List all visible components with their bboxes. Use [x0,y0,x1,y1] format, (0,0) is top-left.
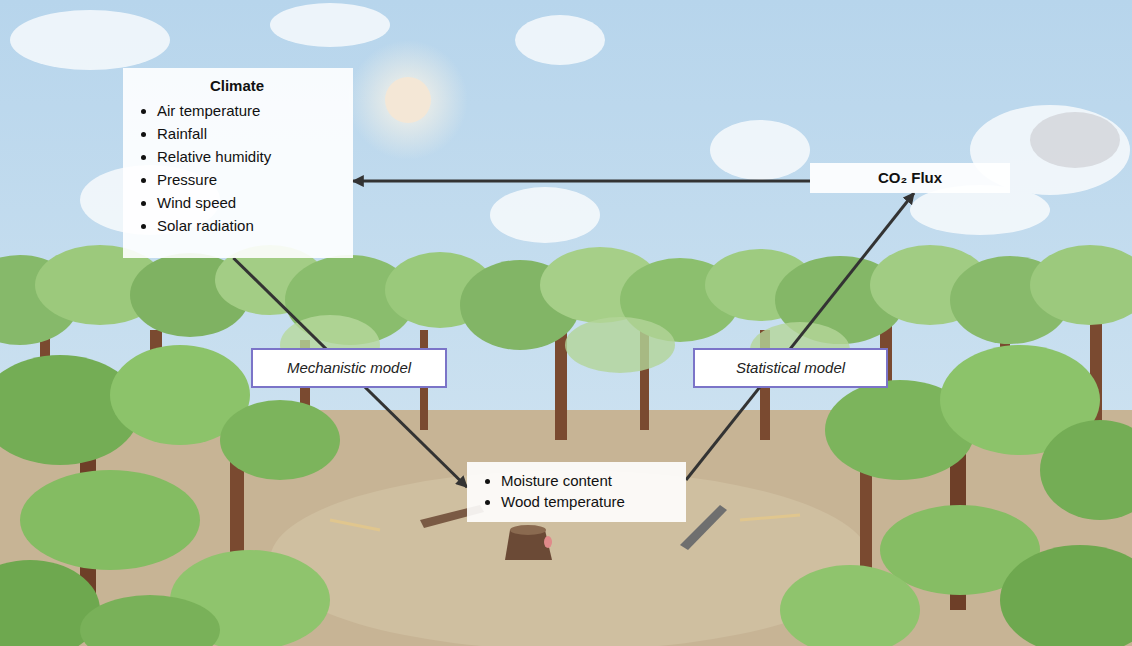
bullet-item: Rainfall [157,122,339,145]
model-name: Mechanistic model [287,359,411,377]
flow-arrow [686,193,914,480]
flow-arrow [233,258,467,487]
flow-arrow [353,180,810,183]
bullet-item: Moisture content [501,470,672,491]
bullet-item: Pressure [157,168,339,191]
bullet-item: Solar radiation [157,214,339,237]
bullet-item: Air temperature [157,99,339,122]
wood-state-box: Moisture contentWood temperature [467,462,686,522]
bullet-item: Wood temperature [501,491,672,512]
bullet-item: Relative humidity [157,145,339,168]
model-name: Statistical model [736,359,845,377]
bullet-item: Wind speed [157,191,339,214]
flux-box: CO₂ Flux [810,163,1010,193]
model-label: Statistical model [693,348,888,388]
model-label: Mechanistic model [251,348,447,388]
bullet-list: Moisture contentWood temperature [479,470,672,512]
climate-panel: ClimateAir temperatureRainfallRelative h… [123,68,353,258]
bullet-list: Air temperatureRainfallRelative humidity… [135,99,339,237]
flux-label: CO₂ Flux [878,169,942,187]
panel-heading: Climate [135,76,339,96]
